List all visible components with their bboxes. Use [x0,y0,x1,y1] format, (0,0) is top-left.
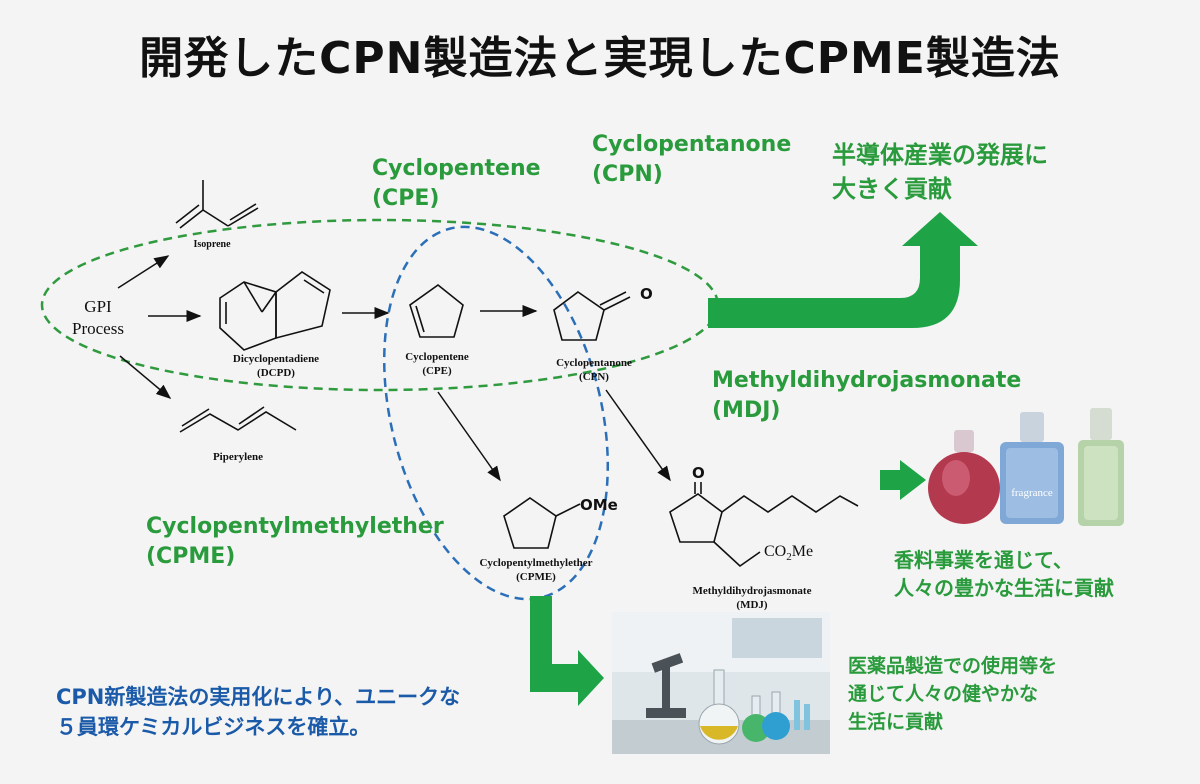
mdj-structure-name: Methyldihydrojasmonate [693,585,812,597]
dcpd-abbr: (DCPD) [257,367,295,379]
mdj-structure-abbr: (MDJ) [736,599,767,611]
mdj-label-abbr: (MDJ) [712,398,781,423]
fragrance-caption-line2: 人々の豊かな生活に貢献 [894,576,1114,600]
fragrance-caption: 香料事業を通じて、 人々の豊かな生活に貢献 [894,546,1114,602]
business-caption-line2: ５員環ケミカルビジネスを確立。 [56,715,371,739]
semiconductor-arrow [708,212,978,328]
mdj-label-en: Methyldihydrojasmonate [712,368,1022,393]
laboratory-image [612,612,830,754]
cpn-label: Cyclopentanone (CPN) [592,130,791,190]
semiconductor-caption-line2: 大きく貢献 [832,175,952,203]
test-tubes [794,700,810,730]
perfume-label: fragrance [1011,487,1053,499]
pharma-arrow [530,596,604,706]
red-bottle-cap [954,430,974,452]
semiconductor-caption: 半導体産業の発展に 大きく貢献 [832,138,1048,206]
piperylene-label: Piperylene [213,451,263,463]
pharma-caption-line3: 生活に貢献 [848,711,944,733]
dcpd-name: Dicyclopentadiene [233,353,319,365]
cpme-label-abbr: (CPME) [146,544,236,569]
cpme-label-en: Cyclopentylmethylether [146,514,444,539]
cpme-structure [503,497,581,549]
cpe-label-en: Cyclopentene [372,156,541,181]
flask-blue [762,691,790,740]
arrow-to-isoprene [117,255,170,289]
blue-bottle-cap [1020,412,1044,442]
cpn-oxygen: O [640,285,653,303]
cpme-label: Cyclopentylmethylether (CPME) [146,512,444,572]
cpn-structure-abbr: (CPN) [579,371,609,383]
mdj-structure [669,482,859,568]
cpe-label-abbr: (CPE) [372,186,440,211]
cpme-structure-abbr: (CPME) [516,571,556,583]
gpi-label: GPI [84,297,112,316]
cpn-structure-name: Cyclopentanone [556,357,632,369]
pharma-caption-line2: 通じて人々の健やかな [848,683,1039,705]
piperylene-structure [179,406,297,433]
cpme-ome: OMe [580,496,618,514]
process-label: Process [72,319,124,338]
arrow-cpn-to-mdj [605,389,671,482]
arrow-cpe-to-cpme [437,391,501,482]
fragrance-caption-line1: 香料事業を通じて、 [894,548,1073,572]
pharma-caption-line1: 医薬品製造での使用等を [848,655,1058,677]
dcpd-structure [219,271,331,351]
business-caption-line1: CPN新製造法の実用化により、ユニークな [56,685,461,709]
fragrance-arrow [880,460,926,500]
page-title: 開発したCPN製造法と実現したCPME製造法 [139,33,1061,84]
cpme-structure-name: Cyclopentylmethylether [479,557,592,569]
flask-yellow [698,669,740,745]
cpe-label: Cyclopentene (CPE) [372,154,541,214]
isoprene-label: Isoprene [193,239,231,250]
mdj-co2me: CO2Me [764,543,813,563]
mdj-oxygen: O [692,464,705,482]
business-caption: CPN新製造法の実用化により、ユニークな ５員環ケミカルビジネスを確立。 [56,682,460,742]
green-bottle-cap [1090,408,1112,440]
arrow-to-piperylene [119,355,172,399]
cpn-label-en: Cyclopentanone [592,132,792,157]
cpe-structure-abbr: (CPE) [422,365,452,377]
cpn-label-abbr: (CPN) [592,162,663,187]
cyclopentanone-structure [553,291,631,341]
isoprene-structure [175,180,259,229]
cpe-structure-name: Cyclopentene [405,351,469,363]
mdj-label: Methyldihydrojasmonate (MDJ) [712,366,1021,426]
cyclopentene-structure [409,283,464,338]
semiconductor-caption-line1: 半導体産業の発展に [832,141,1048,169]
microscope [646,653,686,718]
perfume-bottles-image: fragrance [926,400,1146,530]
pharma-caption: 医薬品製造での使用等を 通じて人々の健やかな 生活に貢献 [848,652,1057,736]
cpe-derivatives-ellipse [382,225,610,601]
